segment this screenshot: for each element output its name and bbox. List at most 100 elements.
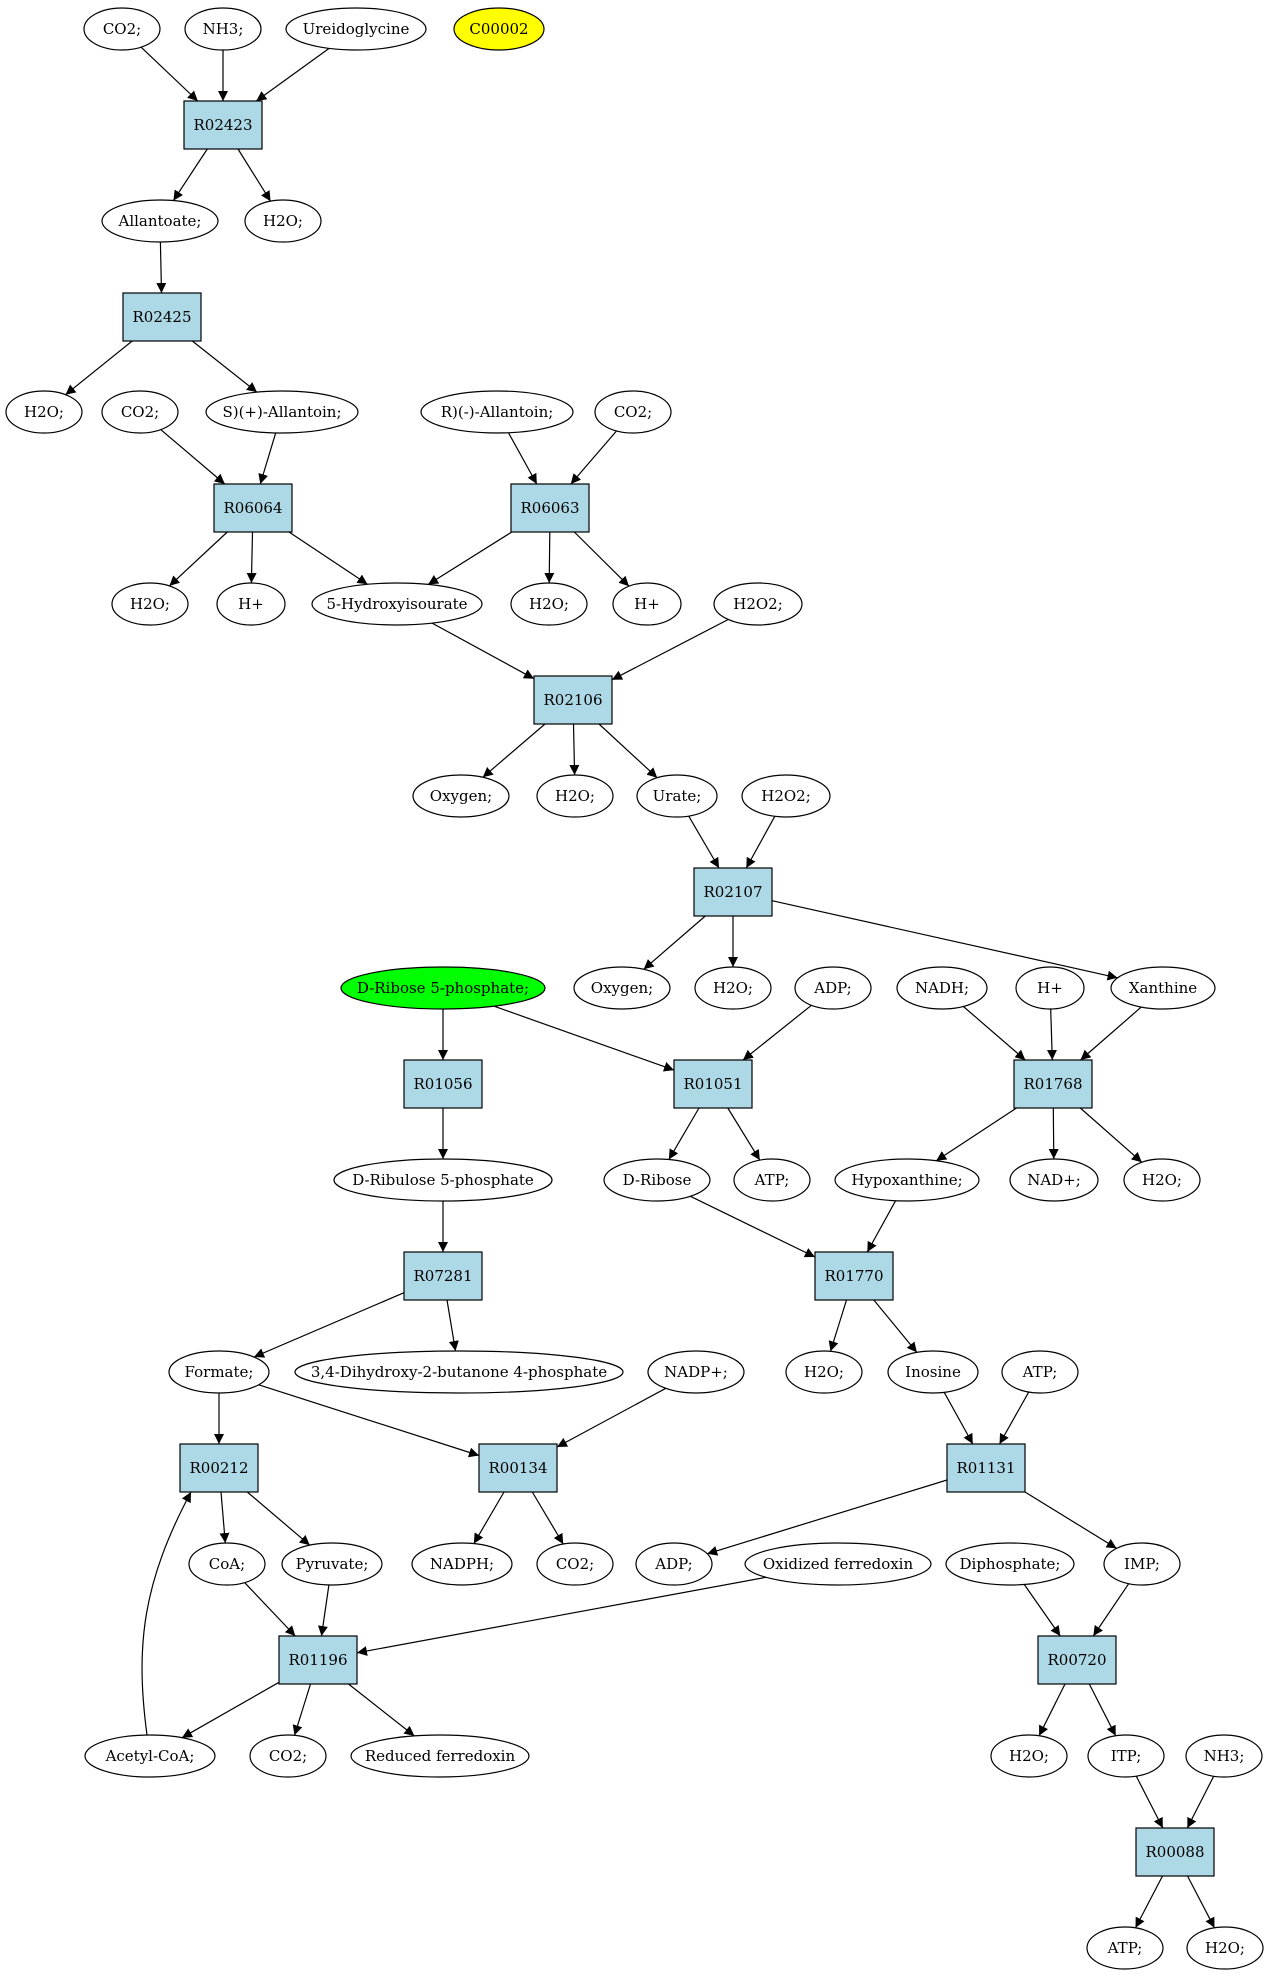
- edges-layer: [65, 46, 1216, 1929]
- compound-node-s_allantoin[interactable]: S)(+)-Allantoin;: [205, 390, 359, 434]
- compound-node-ribose5p[interactable]: D-Ribose 5-phosphate;: [340, 966, 546, 1010]
- compound-node-ribulose5p[interactable]: D-Ribulose 5-phosphate: [333, 1158, 553, 1202]
- compound-node-oxygen_1[interactable]: Oxygen;: [412, 774, 510, 818]
- compound-ellipse: [744, 1542, 932, 1586]
- compound-node-h2o_2[interactable]: H2O;: [5, 390, 83, 434]
- compound-node-hplus_3[interactable]: H+: [1015, 966, 1085, 1010]
- compound-node-nadpplus[interactable]: NADP+;: [647, 1350, 745, 1394]
- compound-node-hplus_2[interactable]: H+: [612, 582, 682, 626]
- compound-node-adp_1[interactable]: ADP;: [794, 966, 872, 1010]
- compound-ellipse: [1001, 1350, 1079, 1394]
- compound-node-nh3_1[interactable]: NH3;: [184, 7, 262, 51]
- node-label: H+: [1037, 979, 1063, 997]
- reaction-node-R02107[interactable]: R02107: [693, 867, 773, 917]
- compound-node-h2o_8[interactable]: H2O;: [785, 1350, 863, 1394]
- compound-node-oxygen_2[interactable]: Oxygen;: [573, 966, 671, 1010]
- compound-node-hypoxanthine[interactable]: Hypoxanthine;: [834, 1158, 980, 1202]
- compound-node-adp_2[interactable]: ADP;: [635, 1542, 713, 1586]
- compound-node-co2_4[interactable]: CO2;: [536, 1542, 614, 1586]
- reaction-node-R00212[interactable]: R00212: [179, 1443, 259, 1493]
- reaction-box: [814, 1251, 894, 1301]
- compound-node-h2o_6[interactable]: H2O;: [694, 966, 772, 1010]
- compound-node-atp_1[interactable]: ATP;: [733, 1158, 811, 1202]
- compound-ellipse: [1015, 966, 1085, 1010]
- compound-node-h2o2_2[interactable]: H2O2;: [741, 774, 831, 818]
- compound-node-h2o2_1[interactable]: H2O2;: [713, 582, 803, 626]
- compound-node-ureidoglycine[interactable]: Ureidoglycine: [285, 7, 427, 51]
- compound-ellipse: [168, 1350, 270, 1394]
- reaction-node-R06064[interactable]: R06064: [213, 483, 293, 533]
- compound-node-nadplus[interactable]: NAD+;: [1009, 1158, 1099, 1202]
- compound-node-nadph[interactable]: NADPH;: [411, 1542, 513, 1586]
- compound-node-h2o_4[interactable]: H2O;: [510, 582, 588, 626]
- compound-node-hplus_1[interactable]: H+: [216, 582, 286, 626]
- reaction-node-R01051[interactable]: R01051: [673, 1059, 753, 1109]
- node-label: Hypoxanthine;: [851, 1171, 962, 1189]
- node-label: H2O;: [555, 787, 595, 805]
- compound-node-imp[interactable]: IMP;: [1103, 1542, 1181, 1586]
- reaction-node-R02423[interactable]: R02423: [183, 100, 263, 150]
- reaction-node-R01770[interactable]: R01770: [814, 1251, 894, 1301]
- compound-node-acetylcoa[interactable]: Acetyl-CoA;: [84, 1734, 216, 1778]
- edge-R02107-to-oxygen_2: [643, 915, 706, 970]
- compound-node-oxfd[interactable]: Oxidized ferredoxin: [744, 1542, 932, 1586]
- compound-node-co2_3[interactable]: CO2;: [594, 390, 672, 434]
- reaction-box: [213, 483, 293, 533]
- compound-node-pyruvate[interactable]: Pyruvate;: [281, 1542, 383, 1586]
- compound-node-co2_1[interactable]: CO2;: [83, 7, 161, 51]
- node-label: H2O;: [1142, 1171, 1182, 1189]
- compound-node-nadh[interactable]: NADH;: [896, 966, 988, 1010]
- compound-node-co2_2[interactable]: CO2;: [101, 390, 179, 434]
- reaction-node-R02106[interactable]: R02106: [533, 675, 613, 725]
- compound-node-dribose[interactable]: D-Ribose: [603, 1158, 711, 1202]
- compound-node-h2o_5[interactable]: H2O;: [536, 774, 614, 818]
- compound-node-atp_3[interactable]: ATP;: [1086, 1926, 1164, 1970]
- edge-R02425-to-h2o_2: [65, 340, 133, 396]
- node-label: Formate;: [185, 1363, 254, 1381]
- node-label: R02423: [193, 116, 252, 134]
- compound-node-coa[interactable]: CoA;: [188, 1542, 266, 1586]
- compound-node-h2o_10[interactable]: H2O;: [1186, 1926, 1264, 1970]
- compound-node-c00002[interactable]: C00002: [453, 7, 545, 51]
- compound-node-hydroxyisourate[interactable]: 5-Hydroxyisourate: [311, 582, 483, 626]
- compound-node-h2o_9[interactable]: H2O;: [990, 1734, 1068, 1778]
- compound-node-atp_2[interactable]: ATP;: [1001, 1350, 1079, 1394]
- node-label: NAD+;: [1027, 1171, 1081, 1189]
- reaction-node-R01056[interactable]: R01056: [403, 1059, 483, 1109]
- compound-ellipse: [285, 7, 427, 51]
- reaction-node-R01768[interactable]: R01768: [1013, 1059, 1093, 1109]
- edge-R01131-to-adp_2: [707, 1479, 948, 1556]
- compound-node-h2o_3[interactable]: H2O;: [111, 582, 189, 626]
- reaction-node-R06063[interactable]: R06063: [510, 483, 590, 533]
- reaction-node-R01131[interactable]: R01131: [946, 1443, 1026, 1493]
- node-label: R00088: [1145, 1843, 1204, 1861]
- edge-R06064-to-h2o_3: [168, 531, 228, 587]
- compound-node-urate[interactable]: Urate;: [636, 774, 718, 818]
- node-label: CO2;: [269, 1747, 307, 1765]
- compound-ellipse: [1103, 1542, 1181, 1586]
- compound-node-allantoate[interactable]: Allantoate;: [101, 199, 219, 243]
- compound-node-dhbp[interactable]: 3,4-Dihydroxy-2-butanone 4-phosphate: [294, 1350, 624, 1394]
- compound-node-nh3_2[interactable]: NH3;: [1185, 1734, 1263, 1778]
- reaction-node-R00088[interactable]: R00088: [1135, 1827, 1215, 1877]
- reaction-node-R00134[interactable]: R00134: [478, 1443, 558, 1493]
- compound-node-itp[interactable]: ITP;: [1087, 1734, 1165, 1778]
- compound-node-diphosphate[interactable]: Diphosphate;: [945, 1542, 1075, 1586]
- edge-oxfd-to-R01196: [356, 1576, 767, 1656]
- compound-node-formate[interactable]: Formate;: [168, 1350, 270, 1394]
- compound-node-co2_5[interactable]: CO2;: [249, 1734, 327, 1778]
- compound-node-inosine[interactable]: Inosine: [887, 1350, 979, 1394]
- node-label: R02107: [703, 883, 762, 901]
- compound-node-r_allantoin[interactable]: R)(-)-Allantoin;: [420, 390, 574, 434]
- compound-node-h2o_1[interactable]: H2O;: [244, 199, 322, 243]
- compound-node-xanthine[interactable]: Xanthine: [1110, 966, 1216, 1010]
- reaction-node-R07281[interactable]: R07281: [403, 1251, 483, 1301]
- compound-node-redfd[interactable]: Reduced ferredoxin: [350, 1734, 530, 1778]
- compound-node-h2o_7[interactable]: H2O;: [1123, 1158, 1201, 1202]
- reaction-node-R01196[interactable]: R01196: [278, 1635, 358, 1685]
- reaction-node-R00720[interactable]: R00720: [1037, 1635, 1117, 1685]
- compound-ellipse: [294, 1350, 624, 1394]
- node-label: NADPH;: [430, 1555, 494, 1573]
- node-label: R01196: [288, 1651, 347, 1669]
- reaction-node-R02425[interactable]: R02425: [122, 292, 202, 342]
